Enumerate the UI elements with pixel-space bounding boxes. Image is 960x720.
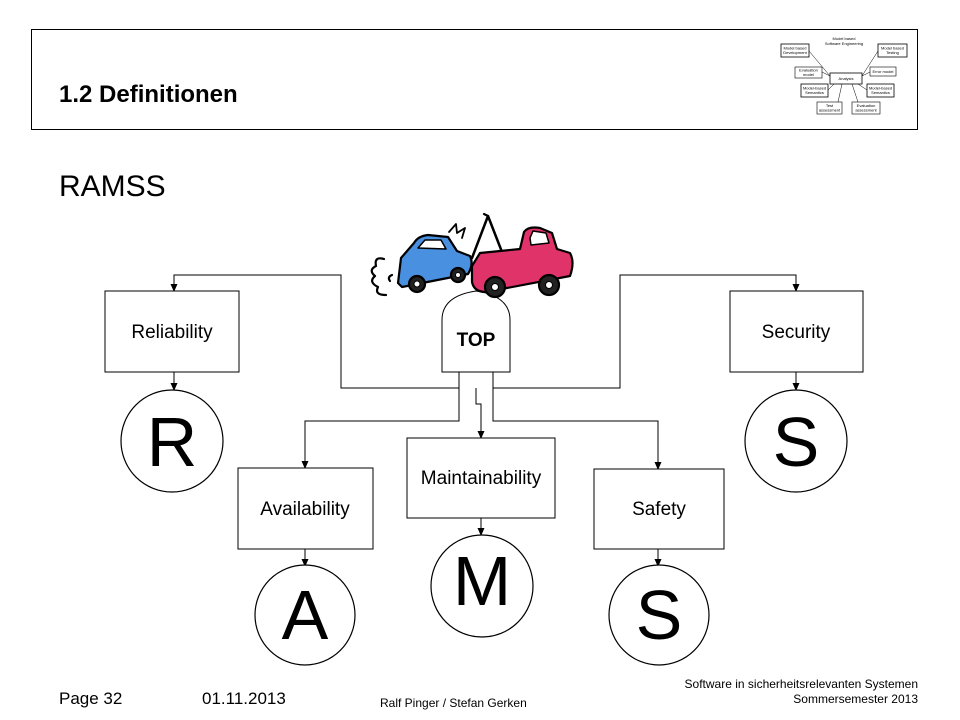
reliability-label: Reliability <box>131 322 213 343</box>
thumb-left-mid-2: model <box>803 72 814 77</box>
thumb-right-low-1: Model-based <box>869 86 892 91</box>
m-letter: M <box>453 542 511 620</box>
s-letter-safety: S <box>636 576 683 654</box>
connector-top-availability <box>301 372 460 469</box>
connector-top-security <box>493 274 800 389</box>
thumb-right-top-2: Testing <box>886 50 899 55</box>
security-box <box>729 290 864 373</box>
thumb-bottom-right-2: assessment <box>855 108 877 113</box>
security-label: Security <box>762 322 831 343</box>
thumb-left-low-1: Model-based <box>803 86 826 91</box>
footer-course: Software in sicherheitsrelevanten System… <box>685 677 918 707</box>
thumb-bottom-left-2: assessment <box>819 108 841 113</box>
footer-course-title: Software in sicherheitsrelevanten System… <box>684 677 918 691</box>
thumb-left-top-2: Development <box>783 50 807 55</box>
top-event-gate <box>441 290 511 373</box>
footer-course-term: Sommersemester 2013 <box>793 692 918 706</box>
a-circle <box>254 564 356 666</box>
thumb-left-top-1: Model based <box>784 46 807 51</box>
s-circle-security <box>744 389 848 493</box>
reliability-box <box>104 290 240 373</box>
header-box <box>31 29 918 130</box>
connector-top-maintainability <box>475 388 485 439</box>
thumb-bottom-left-1: Test <box>826 103 834 108</box>
connector-top-safety <box>492 372 662 470</box>
thumb-top-label-2: Software Engineering <box>825 41 863 46</box>
footer-date: 01.11.2013 <box>202 689 286 708</box>
footer-authors: Ralf Pinger / Stefan Gerken <box>380 696 527 710</box>
r-circle <box>120 389 224 493</box>
s-letter-security: S <box>773 403 820 481</box>
r-letter: R <box>147 403 198 481</box>
a-letter: A <box>282 576 329 654</box>
safety-box <box>593 468 725 550</box>
availability-label: Availability <box>260 499 350 520</box>
safety-label: Safety <box>632 499 686 520</box>
top-event-label: TOP <box>457 330 496 351</box>
car-crash-icon <box>370 223 473 297</box>
thumb-left-low-2: Semantics <box>805 90 824 95</box>
thumb-right-low-2: Semantics <box>871 90 890 95</box>
maintainability-box <box>406 437 556 519</box>
tow-truck-icon <box>470 212 574 299</box>
thumb-bottom-right-1: Evaluation <box>857 103 876 108</box>
connector-top-reliability <box>170 274 459 389</box>
s-circle-safety <box>608 564 710 666</box>
thumb-left-mid-1: Evaluation <box>799 68 818 73</box>
thumb-top-label-1: Model based <box>833 36 856 41</box>
slide-heading: RAMSS <box>59 170 166 203</box>
connectors <box>170 274 800 567</box>
section-title: 1.2 Definitionen <box>59 81 238 108</box>
m-circle <box>430 534 534 638</box>
thumb-right-top-1: Model based <box>881 46 904 51</box>
thumb-right-mid: Error model <box>873 69 894 74</box>
overview-thumbnail: Model based Software Engineering Model b… <box>780 36 908 115</box>
availability-box <box>237 467 374 550</box>
footer-page-number: Page 32 <box>59 689 123 708</box>
maintainability-label: Maintainability <box>421 468 542 489</box>
thumb-center: Analysis <box>839 76 854 81</box>
